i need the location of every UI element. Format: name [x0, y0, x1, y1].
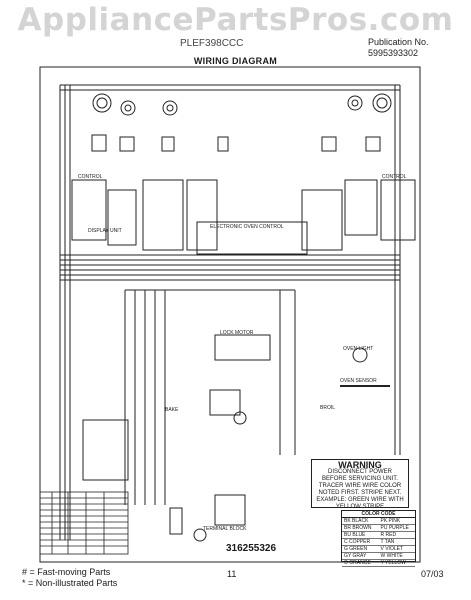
burner-group-left: [92, 93, 178, 116]
color-code-cell: BK BLACK: [344, 518, 369, 524]
diagram-part-number: 316255326: [226, 543, 277, 554]
burner-group-right: [347, 93, 392, 113]
broil-label: BROIL: [320, 405, 336, 411]
electronic-oven-control: [196, 221, 308, 255]
bake-label: BAKE: [165, 407, 179, 413]
display-unit-label: DISPLAY UNIT: [88, 228, 122, 234]
non-illustrated-note: * = Non-illustrated Parts: [22, 578, 118, 588]
color-code-cell: V VIOLET: [380, 546, 404, 552]
model-number: PLEF398CCC: [180, 38, 244, 49]
warning-line: TRACER WIRE WIRE COLOR: [318, 483, 402, 489]
terminal-block-label: TERMINAL BLOCK: [203, 526, 247, 532]
sensor-label: OVEN SENSOR: [340, 378, 377, 384]
terminal-block-left: [82, 419, 129, 481]
color-code-row: BR BROWN PU PURPLE: [342, 525, 415, 532]
color-code-row: BK BLACK PK PINK: [342, 518, 415, 525]
warning-line: BEFORE SERVICING UNIT.: [322, 476, 398, 482]
terminal-block: [214, 494, 246, 526]
page-number: 11: [227, 569, 237, 579]
display-left: [107, 189, 137, 246]
color-code-cell: R RED: [380, 532, 397, 538]
diagram-border: [39, 66, 421, 563]
warning-box: WARNING DISCONNECT POWER BEFORE SERVICIN…: [311, 459, 409, 510]
control-label-left: CONTROL: [78, 174, 103, 180]
control-right: [380, 179, 416, 241]
color-code-cell: C COPPER: [344, 539, 371, 545]
oven-light-label: OVEN LIGHT: [343, 346, 374, 352]
color-code-cell: PU PURPLE: [380, 525, 409, 531]
color-code-title: COLOR CODE: [342, 511, 415, 518]
print-date: 07/03: [421, 569, 444, 579]
warning-line: DISCONNECT POWER: [328, 469, 392, 475]
warning-title: WARNING: [338, 460, 382, 470]
color-code-cell: PK PINK: [380, 518, 401, 524]
color-code-cell: W WHITE: [380, 553, 403, 559]
color-code-cell: T TAN: [380, 539, 395, 545]
display-right: [344, 179, 378, 236]
color-code-cell: G GREEN: [344, 546, 368, 552]
lock-motor-label: LOCK MOTOR: [220, 330, 254, 336]
control-label-right: CONTROL: [382, 174, 407, 180]
publication-number: 5995393302: [368, 48, 419, 58]
color-code-table: COLOR CODE BK BLACK PK PINK BR BROWN PU PU…: [341, 510, 416, 567]
footer-legend: # = Fast-moving Parts * = Non-illustrate…: [22, 567, 117, 589]
control-left: [71, 179, 107, 241]
fast-moving-note: # = Fast-moving Parts: [22, 567, 111, 577]
color-code-cell: GY GRAY: [344, 553, 367, 559]
color-code-row: O ORANGE Y YELLOW: [342, 560, 415, 567]
oven-control-label: ELECTRONIC OVEN CONTROL: [210, 224, 284, 230]
color-code-cell: BR BROWN: [344, 525, 372, 531]
color-code-row: BU BLUE R RED: [342, 532, 415, 539]
oven-relay: [142, 179, 184, 251]
publication-label: Publication No.: [368, 37, 429, 47]
color-code-row: C COPPER T TAN: [342, 539, 415, 546]
warning-line: NOTED FIRST. STRIPE NEXT.: [318, 490, 402, 496]
color-code-cell: Y YELLOW: [380, 560, 406, 566]
color-code-cell: O ORANGE: [344, 560, 371, 566]
color-code-cell: BU BLUE: [344, 532, 366, 538]
warning-line: YELLOW STRIPE: [335, 504, 385, 510]
lock-motor: [214, 334, 271, 361]
warning-line: EXAMPLE: GREEN WIRE WITH: [316, 497, 404, 503]
page-title: WIRING DIAGRAM: [193, 56, 278, 66]
color-code-row: GY GRAY W WHITE: [342, 553, 415, 560]
publication-block: Publication No. 5995393302: [368, 37, 429, 59]
wire-table: [39, 491, 129, 555]
color-code-row: G GREEN V VIOLET: [342, 546, 415, 553]
